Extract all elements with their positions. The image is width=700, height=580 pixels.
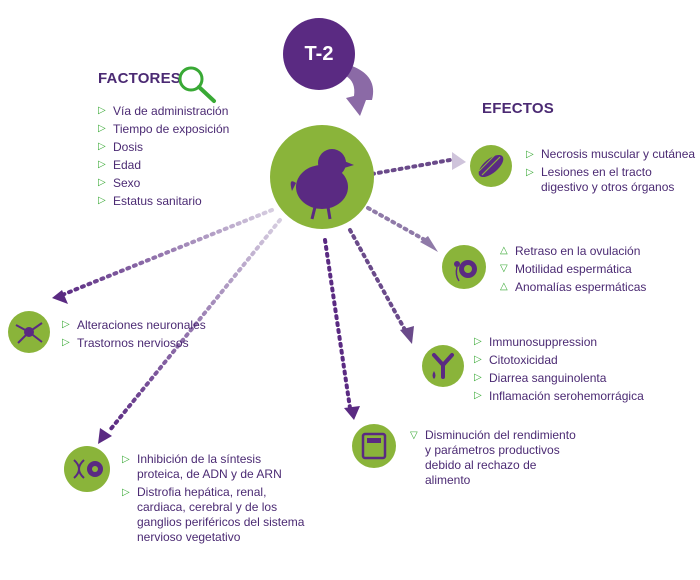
arrow-reproduccion: [366, 206, 427, 242]
effect-item: △Anomalías espermáticas: [500, 280, 647, 294]
scale-icon: [361, 432, 387, 460]
reproduccion-list: △Retraso en la ovulación ▽Motilidad espe…: [500, 242, 646, 296]
arrowhead-musculo: [452, 152, 466, 170]
effect-item: ▷Inflamación serohemorrágica: [474, 389, 644, 403]
factores-list: ▷Vía de administración ▷Tiempo de exposi…: [98, 102, 229, 210]
effect-item: ▷Necrosis muscular y cutánea: [526, 147, 696, 161]
effect-item: ▷Citotoxicidad: [474, 353, 558, 367]
factor-item: ▷Tiempo de exposición: [98, 122, 230, 136]
arrowhead-reproduccion: [420, 236, 438, 252]
reproduction-circle: [442, 245, 486, 289]
effect-item: ▷Diarrea sanguinolenta: [474, 371, 607, 385]
search-icon: [178, 66, 216, 103]
factor-item: ▷Vía de administración: [98, 104, 229, 118]
sperm-egg-icon: [454, 260, 477, 282]
rendimiento-list: ▽Disminución del rendimiento y parámetro…: [410, 428, 585, 488]
arrowhead-rendimiento: [344, 406, 360, 420]
arrowhead-adn: [98, 428, 112, 444]
arrow-inmune: [348, 228, 407, 332]
arrow-adn: [108, 218, 282, 432]
factor-item: ▷Dosis: [98, 140, 144, 154]
central-circle: [270, 125, 374, 229]
effect-item: ▷Lesiones en el tracto digestivo y otros…: [526, 165, 675, 194]
performance-circle: [352, 424, 396, 468]
factor-item: ▷Estatus sanitario: [98, 194, 202, 208]
arrow-rendimiento: [323, 238, 352, 410]
chick-icon: [290, 149, 354, 220]
t2-badge: T-2: [283, 18, 355, 90]
muscle-circle: [470, 145, 512, 187]
factor-item: ▷Edad: [98, 158, 142, 172]
arrowhead-neuro: [52, 290, 68, 304]
neuron-circle: [8, 311, 50, 353]
neuro-list: ▷Alteraciones neuronales ▷Trastornos ner…: [62, 316, 206, 352]
neuron-icon: [15, 322, 43, 344]
effect-item: ▷Distrofia hepática, renal, cardiaca, ce…: [122, 485, 305, 544]
dna-circle: [64, 446, 110, 492]
effect-item: ▽Motilidad espermática: [500, 262, 632, 276]
factor-item: ▷Sexo: [98, 176, 141, 190]
factores-heading: FACTORES: [98, 70, 182, 87]
arrow-neuro: [60, 208, 274, 297]
arrowhead-inmune: [400, 326, 414, 344]
antibody-icon: [432, 353, 454, 379]
effect-item: ▷Inhibición de la síntesis proteica, de …: [122, 452, 282, 481]
musculo-list: ▷Necrosis muscular y cutánea ▷Lesiones e…: [526, 147, 696, 195]
muscle-icon: [478, 153, 504, 178]
arrow-musculo: [370, 158, 452, 176]
effect-item: ▽Disminución del rendimiento y parámetro…: [410, 428, 576, 487]
effect-item: ▷Trastornos nerviosos: [62, 336, 189, 350]
effect-item: △Retraso en la ovulación: [500, 244, 641, 258]
effect-item: ▷Alteraciones neuronales: [62, 318, 206, 332]
immune-circle: [422, 345, 464, 387]
adn-list: ▷Inhibición de la síntesis proteica, de …: [122, 452, 307, 545]
effect-item: ▷Immunosuppression: [474, 335, 598, 349]
efectos-heading: EFECTOS: [482, 100, 554, 117]
inmune-list: ▷Immunosuppression ▷Citotoxicidad ▷Diarr…: [474, 333, 644, 405]
curved-arrow: [346, 66, 374, 116]
dna-icon: [73, 459, 103, 479]
